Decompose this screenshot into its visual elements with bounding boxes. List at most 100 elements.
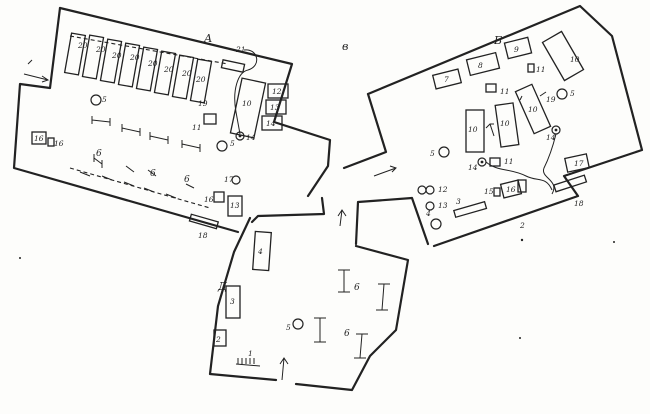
label-13-b: 13 xyxy=(438,201,448,210)
machine-10-a xyxy=(229,77,267,139)
column-5-b2 xyxy=(438,146,450,158)
label-6-d1: 6 xyxy=(354,283,360,293)
label-14-b2: 14 xyxy=(468,163,478,172)
bench-18-a xyxy=(188,213,220,230)
label-9-b: 9 xyxy=(514,45,519,54)
label-6-d2: 6 xyxy=(344,329,350,339)
svg-text:20: 20 xyxy=(77,41,88,50)
workbenches-d xyxy=(314,269,390,359)
arrow-a1 xyxy=(23,73,50,83)
label-3-b: 3 xyxy=(456,197,461,206)
box-14-a xyxy=(261,115,283,131)
label-15-b: 15 xyxy=(484,187,494,196)
machine-10-b3 xyxy=(494,102,520,148)
box-9-b xyxy=(503,36,533,60)
zone-label-a: А xyxy=(203,32,212,45)
box-11-a xyxy=(203,113,217,125)
label-11-b1: 11 xyxy=(500,87,510,96)
label-17-a: 17 xyxy=(224,175,234,184)
column-17-a xyxy=(231,175,241,185)
label-4-b: 4 xyxy=(425,209,431,218)
box-16-b xyxy=(499,179,523,199)
column-5-b1 xyxy=(556,88,568,100)
label-2-d: 2 xyxy=(215,335,221,344)
label-16-a2: 16 xyxy=(204,195,214,204)
label-12-b: 12 xyxy=(438,185,448,194)
stairs-d xyxy=(235,358,261,367)
label-8-b: 8 xyxy=(478,61,483,70)
label-3-d: 3 xyxy=(230,297,235,306)
label-4-d: 4 xyxy=(257,247,263,256)
machines-20-row xyxy=(63,32,213,104)
column-5-a2 xyxy=(216,140,228,152)
label-10-b3: 10 xyxy=(500,119,510,128)
svg-text:20: 20 xyxy=(95,45,106,54)
machine-10-b2 xyxy=(465,109,485,153)
label-19-b: 19 xyxy=(546,95,556,104)
label-14-a: 14 xyxy=(266,119,276,128)
hall-b-wall-lower xyxy=(354,196,430,246)
hall-b-wall xyxy=(366,4,644,248)
zone-label-d: Д xyxy=(217,280,228,293)
box-13-a xyxy=(265,99,287,115)
column-5-b3 xyxy=(430,218,442,230)
arrow-d xyxy=(279,357,289,381)
label-10-b1: 10 xyxy=(570,55,580,64)
label-18-b: 18 xyxy=(574,199,584,208)
label-13-a2: 13 xyxy=(230,201,240,210)
label-5-a1: 5 xyxy=(102,95,107,104)
label-6-a1: 6 xyxy=(96,149,102,159)
label-16-a1b: 16 xyxy=(54,139,64,148)
hall-a-wall-left xyxy=(12,6,240,234)
machine-10-b1 xyxy=(541,30,585,82)
label-1-d: 1 xyxy=(248,349,253,358)
label-18-a: 18 xyxy=(198,231,208,240)
arrow-b xyxy=(373,165,397,177)
svg-text:20: 20 xyxy=(181,69,192,78)
box-11-b1 xyxy=(485,83,497,93)
label-5-b2: 5 xyxy=(430,149,435,158)
box-2-d xyxy=(213,329,227,347)
label-13-a: 13 xyxy=(270,103,280,112)
svg-text:20: 20 xyxy=(147,59,158,68)
bench-3-b xyxy=(452,200,488,219)
label-6-a3: 6 xyxy=(184,175,190,185)
box-7-b xyxy=(431,68,463,90)
label-11-b3: 11 xyxy=(504,157,514,166)
hall-a-wall xyxy=(58,6,332,198)
label-14-b1: 14 xyxy=(546,133,556,142)
hall-b-wall-left xyxy=(342,92,388,170)
label-6-a2: 6 xyxy=(150,169,156,179)
label-2-b: 2 xyxy=(519,221,525,230)
label-17-b: 17 xyxy=(574,159,584,168)
zone-label-v: в xyxy=(342,40,348,53)
hall-d-wall xyxy=(208,196,410,392)
label-11-b2: 11 xyxy=(536,65,546,74)
column-5-d xyxy=(292,318,304,330)
box-12-a xyxy=(267,83,289,99)
label-5-b1: 5 xyxy=(570,89,575,98)
zone-label-b: Б xyxy=(493,34,502,47)
bench-18-b xyxy=(553,174,588,193)
arrow-center xyxy=(337,209,347,227)
box-13-a2 xyxy=(227,195,243,217)
svg-text:20: 20 xyxy=(111,51,122,60)
label-7-b: 7 xyxy=(444,75,449,84)
label-12-a: 12 xyxy=(272,87,282,96)
label-16-b: 16 xyxy=(506,185,516,194)
label-10-b4: 10 xyxy=(528,105,538,114)
column-5-a1 xyxy=(90,94,102,106)
machine-4-d xyxy=(252,230,272,272)
label-5-d: 5 xyxy=(286,323,291,332)
label-19-a: 19 xyxy=(198,99,208,108)
box-8-b xyxy=(465,51,501,77)
svg-text:20: 20 xyxy=(129,53,140,62)
workbenches-a xyxy=(91,116,201,189)
label-10-a: 10 xyxy=(242,99,252,108)
label-10-b2: 10 xyxy=(468,125,478,134)
label-21-a: 21 xyxy=(235,45,246,54)
label-11-a: 11 xyxy=(192,123,202,132)
svg-text:20: 20 xyxy=(195,75,206,84)
